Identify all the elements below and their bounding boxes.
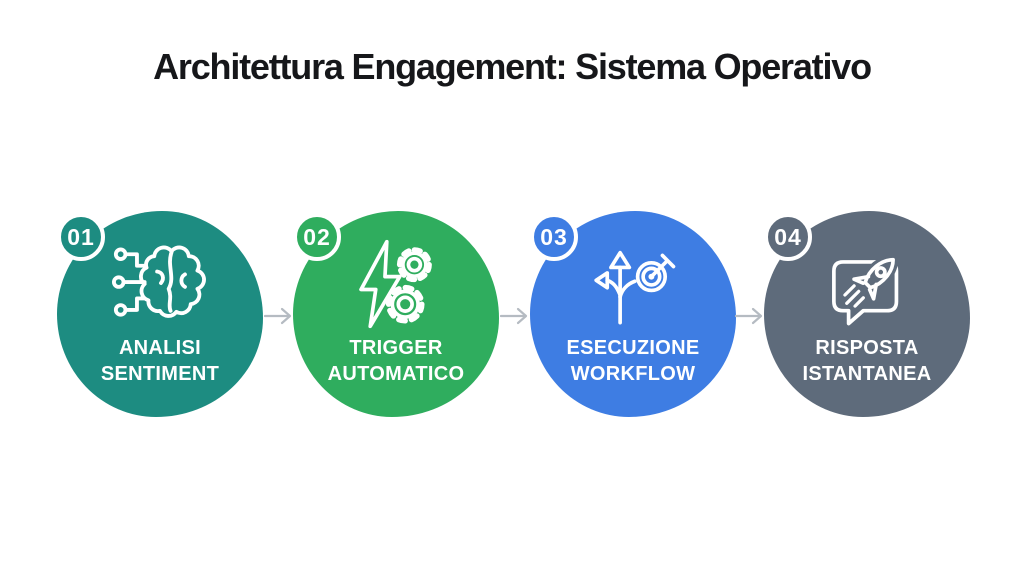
step-label-line1: ESECUZIONE	[566, 337, 700, 359]
speed-lines	[843, 284, 865, 308]
step-number-badge-2: 02	[293, 213, 341, 261]
step-number-badge-3: 03	[530, 213, 578, 261]
step-number: 01	[67, 223, 95, 250]
step-number-badge-1: 01	[57, 213, 105, 261]
step-label-line2: ISTANTANEA	[802, 363, 932, 385]
step-number: 03	[540, 223, 568, 250]
step-label-4: RISPOSTA ISTANTANEA	[803, 335, 932, 387]
rocket	[852, 257, 895, 301]
step-label-line1: TRIGGER	[349, 337, 443, 359]
step-label-line2: WORKFLOW	[570, 363, 696, 385]
step-label-2: TRIGGER AUTOMATICO	[328, 335, 465, 387]
step-label-line2: SENTIMENT	[100, 363, 220, 385]
step-label-3: ESECUZIONE WORKFLOW	[566, 335, 699, 387]
step-number-badge-4: 04	[764, 213, 812, 261]
step-esecuzione-workflow: ESECUZIONE WORKFLOW 03	[530, 211, 736, 417]
step-number: 04	[774, 223, 802, 250]
rocket-chat-icon	[832, 254, 899, 326]
step-label-line1: RISPOSTA	[815, 337, 919, 359]
flow-arrow-icon	[735, 307, 763, 325]
step-number: 02	[303, 223, 331, 250]
step-trigger-automatico: TRIGGER AUTOMATICO 02	[293, 211, 499, 417]
brain-circuit-icon	[112, 245, 206, 318]
step-risposta-istantanea: RISPOSTA ISTANTANEA 04	[764, 211, 970, 417]
step-label-1: ANALISI SENTIMENT	[101, 335, 219, 387]
step-circle-1: ANALISI SENTIMENT	[57, 211, 263, 417]
step-label-line1: ANALISI	[118, 337, 202, 359]
flow-arrow-icon	[500, 307, 528, 325]
step-label-line2: AUTOMATICO	[327, 363, 465, 385]
step-analisi-sentiment: ANALISI SENTIMENT 01	[57, 211, 263, 417]
branch-arrows-target-icon	[594, 250, 676, 325]
lightning-gears-icon	[359, 239, 432, 329]
page-title: Architettura Engagement: Sistema Operati…	[153, 46, 872, 87]
flow-arrow-icon	[264, 307, 292, 325]
